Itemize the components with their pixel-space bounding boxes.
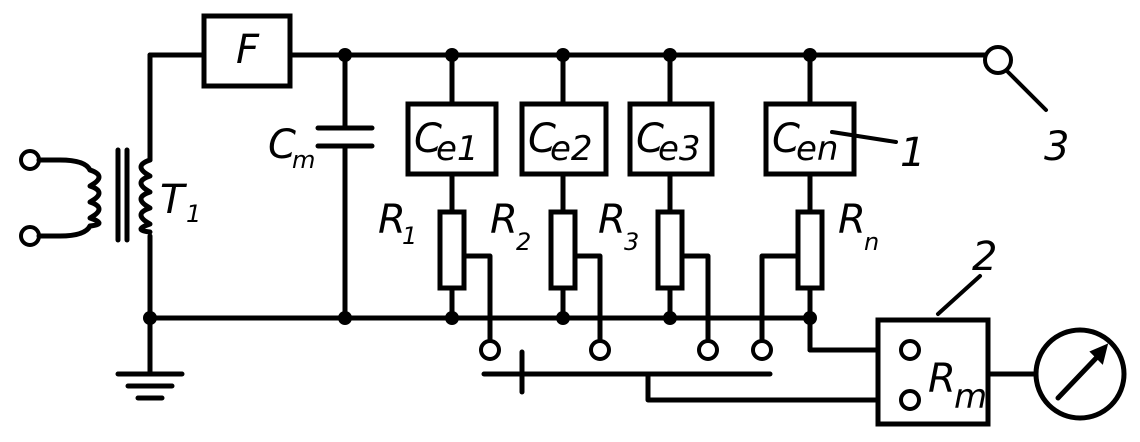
- capacitor-cm-label-sub: m: [292, 146, 315, 174]
- element-ce1-label: C: [414, 116, 442, 162]
- callout-1: 1: [900, 130, 925, 176]
- input-terminal-top[interactable]: [19, 149, 41, 171]
- resistor-r2-sub: 2: [516, 228, 531, 256]
- input-terminals: [19, 149, 93, 247]
- resistor-r1-label: R: [378, 197, 406, 243]
- resistor-rn: [795, 209, 825, 291]
- element-ce3-sub: e3: [658, 129, 701, 169]
- meter-label-sub: m: [954, 377, 987, 417]
- wire-switch-to-meter: [645, 371, 913, 403]
- branch-1: C e1 R 1: [378, 52, 501, 361]
- resistor-r1: [437, 209, 467, 291]
- gauge-icon: [1033, 327, 1127, 421]
- resistor-r2: [548, 209, 578, 291]
- ground-icon: [115, 315, 185, 401]
- resistor-r3: [655, 209, 685, 291]
- resistor-rn-label: R: [838, 197, 866, 243]
- resistor-r3-label: R: [598, 197, 626, 243]
- switch-contact-n[interactable]: [751, 339, 773, 361]
- branch-2: C e2 R 2: [490, 52, 611, 361]
- filter-box: [201, 13, 293, 89]
- callout-3-leader: [1006, 70, 1048, 112]
- element-ce1-sub: e1: [436, 129, 479, 169]
- element-cen-label: C: [772, 116, 800, 162]
- meter-input-top[interactable]: [899, 339, 921, 361]
- element-cen-box: [763, 101, 857, 177]
- branch-n: C en R n 1: [751, 52, 925, 361]
- switch-contact-1[interactable]: [479, 339, 501, 361]
- element-cen-sub: en: [796, 129, 838, 169]
- switch-contact-3[interactable]: [697, 339, 719, 361]
- input-terminal-bottom[interactable]: [19, 225, 41, 247]
- element-ce3-label: C: [636, 116, 664, 162]
- bottom-bus-junctions: [143, 311, 817, 325]
- transformer-t1: T 1: [87, 147, 201, 243]
- transformer-label: T: [160, 177, 188, 223]
- callout-3: 3: [1044, 124, 1069, 170]
- resistor-r1-sub: 1: [402, 222, 417, 250]
- resistor-r2-label: R: [490, 197, 518, 243]
- branch-3: C e3 R 3: [598, 52, 719, 361]
- filter-label: F: [236, 27, 260, 73]
- measurement-block: R m 2: [875, 234, 997, 427]
- callout-1-leader: [830, 130, 898, 144]
- element-ce2-label: C: [528, 116, 556, 162]
- element-ce2-sub: e2: [550, 129, 593, 169]
- selector-switch[interactable]: [481, 349, 913, 403]
- resistor-rn-sub: n: [864, 228, 879, 256]
- resistor-r3-sub: 3: [624, 228, 639, 256]
- switch-contact-2[interactable]: [589, 339, 611, 361]
- meter-block-box: [875, 317, 991, 427]
- callout-2: 2: [972, 234, 997, 280]
- capacitor-cm-label: C: [268, 122, 296, 168]
- meter-label: R: [928, 356, 956, 402]
- capacitor-cm: C m: [268, 48, 375, 321]
- output-terminal[interactable]: [983, 45, 1013, 75]
- transformer-label-sub: 1: [186, 200, 201, 228]
- meter-input-bottom[interactable]: [899, 389, 921, 411]
- callout-2-leader: [936, 274, 982, 316]
